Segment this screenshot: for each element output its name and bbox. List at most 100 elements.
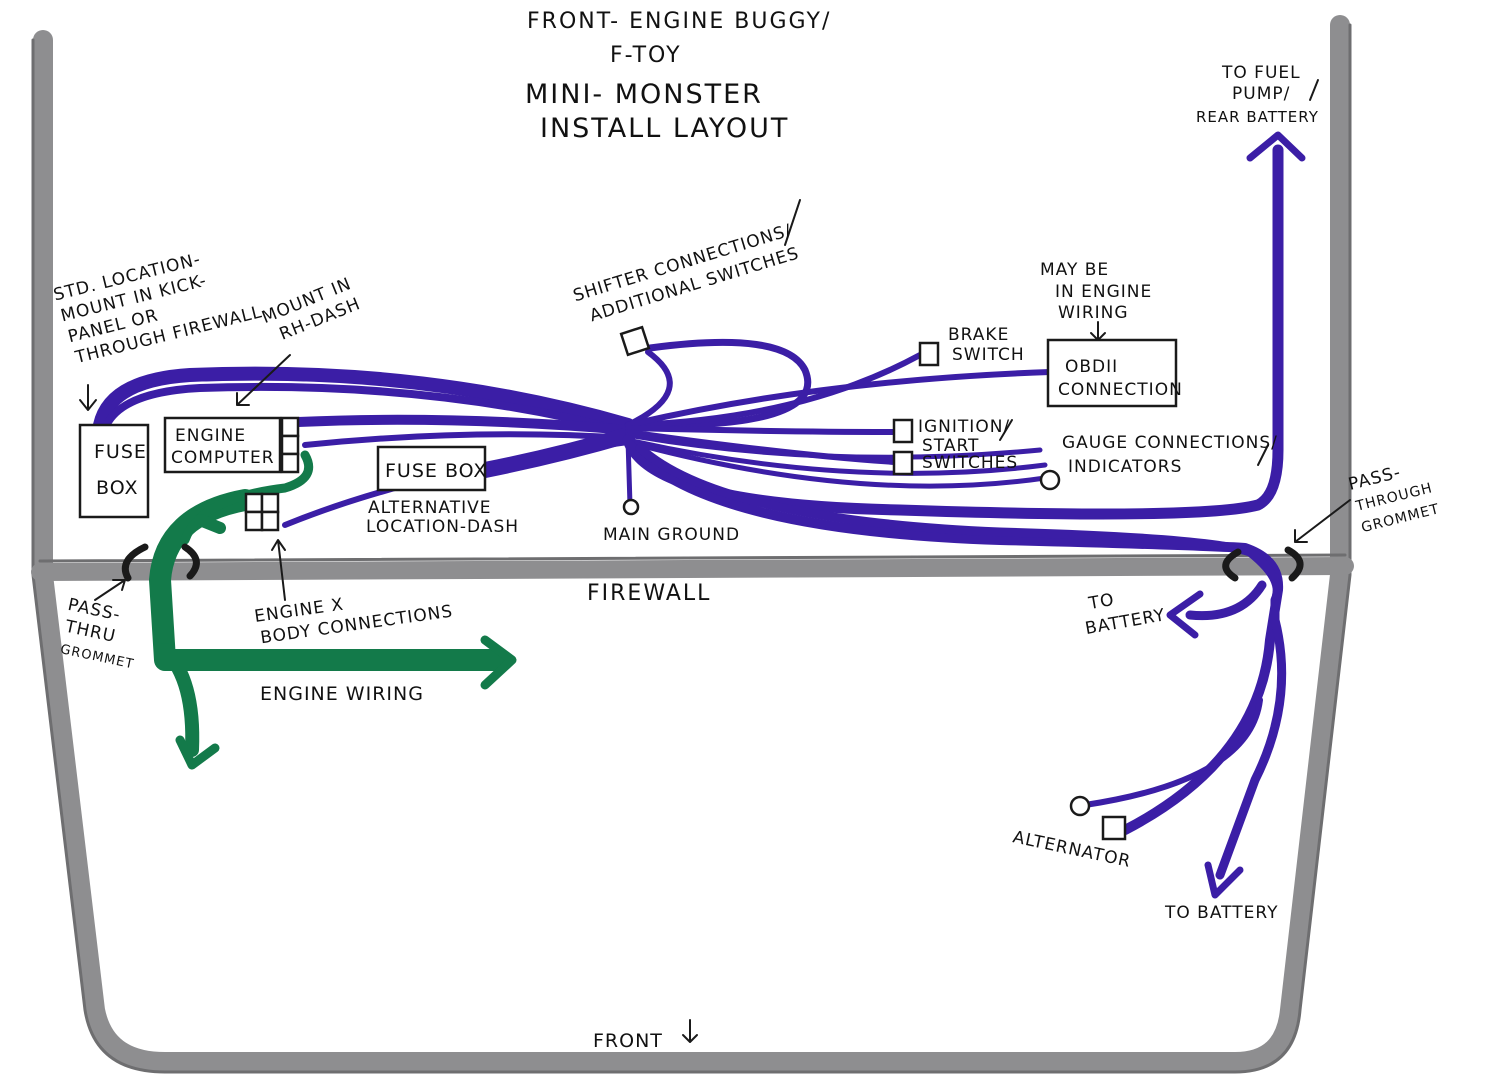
shifter-connector	[619, 325, 651, 357]
firewall-bar	[31, 557, 1354, 581]
ignition-connector-2	[892, 450, 914, 476]
pointer-engine-body	[271, 539, 286, 601]
pointer-grommet-left	[94, 579, 126, 601]
connector-block-3	[244, 510, 264, 532]
arrow-to-battery-upper	[1166, 590, 1204, 639]
brake-switch-line-1: BRAKE	[948, 325, 1009, 345]
obd-outline	[1046, 338, 1178, 408]
engine-computer-plug-2	[280, 434, 300, 456]
pointer-to-fuel-pump	[1309, 79, 1319, 101]
may-be-line-1: MAY BE	[1040, 260, 1109, 280]
fuse-box-alt-label: FUSE BOX	[385, 460, 487, 482]
engine-computer: ENGINE COMPUTER	[163, 416, 300, 474]
battery-upper-line-1: TO	[1086, 590, 1116, 614]
ignition-line-3: SWITCHES	[922, 453, 1018, 473]
obd-connection: OBDII CONNECTION	[1046, 338, 1183, 408]
gauge-note: GAUGE CONNECTIONS/ INDICATORS	[1062, 433, 1278, 477]
title-line-3: MINI- MONSTER	[525, 79, 763, 110]
frame-outline	[33, 15, 1350, 1072]
fuse-box-main-outline	[78, 423, 150, 519]
shifter-note: SHIFTER CONNECTIONS/ ADDITIONAL SWITCHES	[571, 221, 802, 327]
engine-wiring-harness	[149, 450, 517, 770]
fuel-pump-line-3: REAR BATTERY	[1196, 108, 1319, 126]
grommet-right-note: PASS- THROUGH GROMMET	[1346, 462, 1441, 536]
fuse-box-main-label-1: FUSE	[94, 441, 147, 463]
pointer-lines	[79, 79, 1351, 1043]
engine-computer-plug-3	[280, 452, 300, 474]
obd-label-1: OBDII	[1065, 357, 1118, 377]
fuel-pump-line-1: TO FUEL	[1221, 63, 1301, 83]
fuel-pump-note: TO FUEL PUMP/ REAR BATTERY	[1196, 63, 1319, 126]
pointer-gauge	[1257, 444, 1269, 466]
battery-upper-note: TO BATTERY	[1084, 590, 1168, 639]
grommet-right-a	[1222, 548, 1242, 582]
front-label: FRONT	[593, 1030, 663, 1052]
arrow-engine-wiring-right	[480, 635, 517, 690]
connector-block-2	[260, 492, 280, 514]
engine-wiring-down	[158, 643, 200, 757]
gauge-connector	[1039, 469, 1061, 491]
ignition-note: IGNITION/ START SWITCHES	[918, 417, 1018, 473]
arrow-to-fuel-pump	[1246, 131, 1306, 162]
obd-label-2: CONNECTION	[1058, 380, 1183, 400]
engine-body-connector	[244, 492, 280, 532]
harness-gauge-1	[625, 432, 1043, 460]
harness-alt-fuse	[477, 427, 636, 478]
engine-wiring-label: ENGINE WIRING	[260, 683, 424, 705]
mount-rh-dash-note: MOUNT IN RH-DASH	[259, 274, 363, 345]
harness-trunk-2	[101, 382, 632, 436]
arrow-to-battery-lower	[1204, 861, 1244, 899]
vehicle-frame	[31, 15, 1354, 1074]
fuel-pump-line-2: PUMP/	[1232, 84, 1290, 104]
harness-to-engine-bay-2	[635, 443, 1287, 880]
connector-block-1	[244, 492, 264, 514]
harness-gauge-3	[625, 439, 1048, 489]
fuse-box-alt-outline	[376, 445, 487, 492]
ignition-connector-1	[892, 418, 914, 444]
grommet-left-a	[121, 543, 149, 582]
alt-location-line-1: ALTERNATIVE	[368, 498, 492, 518]
title-line-1: FRONT- ENGINE BUGGY/	[527, 9, 831, 34]
grommet-left-line-3: GROMMET	[59, 642, 135, 672]
frame-outline-edge	[31, 23, 1352, 1074]
harness-to-engine-bay	[625, 440, 1284, 835]
harness-ignition-1	[625, 425, 898, 435]
pointer-mount-rh-dash	[236, 354, 291, 406]
grommet-left-b	[181, 543, 200, 580]
grommets	[121, 543, 1304, 582]
brake-switch-line-2: SWITCH	[952, 345, 1025, 365]
title-line-2: F-TOY	[610, 43, 682, 68]
title-line-4: INSTALL LAYOUT	[540, 113, 789, 144]
main-harness	[93, 131, 1306, 899]
engine-computer-outline	[163, 416, 282, 474]
pointer-std-location	[79, 384, 97, 411]
engine-wiring-branch	[194, 514, 226, 534]
gauge-line-1: GAUGE CONNECTIONS/	[1062, 433, 1278, 453]
pointer-front	[682, 1019, 698, 1043]
harness-shifter	[625, 349, 673, 428]
title-block: FRONT- ENGINE BUGGY/ F-TOY MINI- MONSTER…	[525, 9, 831, 144]
grommet-right-b	[1284, 546, 1304, 582]
pointer-grommet-right	[1294, 499, 1351, 543]
alternator-connector	[1101, 815, 1127, 841]
gauge-line-2: INDICATORS	[1068, 457, 1182, 477]
may-be-line-2: IN ENGINE	[1055, 282, 1152, 302]
pointer-may-be	[1090, 321, 1106, 341]
harness-computer-link	[293, 414, 633, 435]
harness-trunk	[93, 366, 635, 432]
alternative-location-note: ALTERNATIVE LOCATION-DASH	[366, 498, 519, 537]
engine-computer-label-2: COMPUTER	[171, 448, 275, 468]
grommet-left-note: PASS- THRU GROMMET	[59, 595, 135, 673]
harness-obd	[625, 369, 1053, 428]
fuse-box-main-label-2: BOX	[96, 477, 138, 499]
harness-brake	[625, 352, 923, 428]
brake-switch-note: BRAKE SWITCH	[948, 325, 1025, 365]
engine-computer-plug-1	[280, 416, 300, 438]
alt-location-line-2: LOCATION-DASH	[366, 517, 519, 537]
main-ground-label: MAIN GROUND	[603, 525, 740, 545]
may-be-note: MAY BE IN ENGINE WIRING	[1040, 260, 1152, 323]
main-ground-terminal	[622, 498, 640, 516]
std-location-note: STD. LOCATION- MOUNT IN KICK- PANEL OR T…	[52, 249, 265, 368]
engine-computer-label-1: ENGINE	[175, 426, 246, 446]
